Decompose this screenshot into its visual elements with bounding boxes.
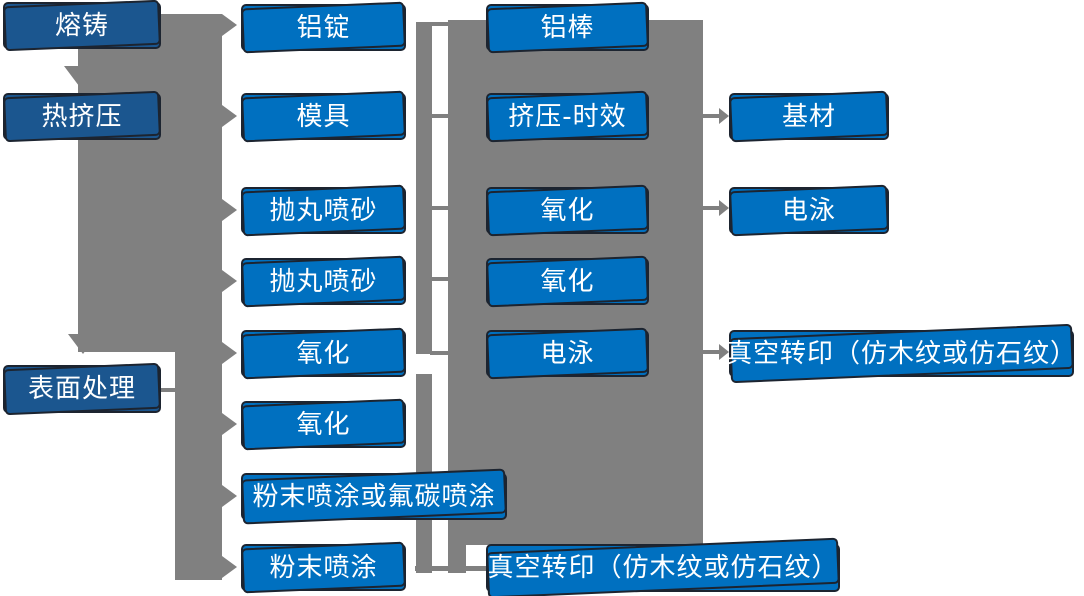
- arrowhead-to-base-material-icon: [719, 108, 729, 124]
- node-oxidation-4: 氧化: [486, 258, 649, 305]
- arrowhead-to-shot-blasting-2-icon: [222, 270, 237, 292]
- arrowhead-to-powder-or-fluorocarbon-icon: [222, 485, 237, 507]
- node-vacuum-transfer-bottom: 真空转印（仿木纹或仿石纹）: [486, 544, 840, 592]
- node-shot-blasting-1: 抛丸喷砂: [241, 187, 406, 234]
- node-oxidation-3: 氧化: [486, 187, 649, 234]
- node-base-material: 基材: [729, 93, 889, 140]
- node-powder-coating: 粉末喷涂: [241, 544, 406, 591]
- connector-surface-treatment-stub: [161, 388, 177, 392]
- arrowhead-to-aluminum-ingot-icon: [222, 14, 237, 36]
- connector-to-base-material: [703, 114, 719, 118]
- node-oxidation-1: 氧化: [241, 330, 406, 377]
- arrowhead-to-oxidation-1-icon: [222, 342, 237, 364]
- node-oxidation-2: 氧化: [241, 401, 406, 448]
- node-electrophoresis-1: 电泳: [486, 330, 649, 377]
- connector-to-vacuum-transfer-right: [703, 350, 719, 354]
- arrowhead-to-electrophoresis-2-icon: [719, 200, 729, 216]
- connector-lower-left-band: [175, 352, 222, 580]
- connector-link-mold-row: [430, 114, 450, 118]
- node-vacuum-transfer-right: 真空转印（仿木纹或仿石纹）: [726, 330, 1076, 377]
- arrowhead-to-mold-icon: [222, 105, 237, 127]
- node-aluminum-ingot: 铝锭: [241, 4, 406, 51]
- node-melting-casting: 熔铸: [3, 2, 161, 49]
- arrowhead-to-shot-blasting-1-icon: [222, 199, 237, 221]
- connector-link-bottom-row: [415, 566, 489, 571]
- connector-middle-spine-upper: [416, 22, 432, 354]
- connector-link-blasting2-row: [430, 277, 450, 281]
- arrowhead-down-to-surface-treatment-icon: [68, 334, 98, 354]
- connector-link-blasting1-row: [430, 206, 450, 210]
- connector-main-left-band: [78, 14, 222, 352]
- connector-link-oxidation-row: [430, 351, 450, 355]
- arrowhead-to-powder-coating-icon: [222, 556, 237, 578]
- node-aluminum-rod: 铝棒: [486, 4, 649, 51]
- node-mold: 模具: [241, 93, 406, 140]
- node-extrusion-aging: 挤压-时效: [486, 93, 649, 140]
- node-electrophoresis-2: 电泳: [729, 187, 889, 234]
- node-hot-extrusion: 热挤压: [3, 93, 161, 140]
- connector-to-electrophoresis-2: [703, 206, 719, 210]
- node-surface-treatment: 表面处理: [3, 365, 161, 413]
- arrowhead-to-vacuum-transfer-right-icon: [719, 344, 729, 360]
- arrowhead-down-to-hot-extrusion-icon: [64, 66, 94, 86]
- arrowhead-to-oxidation-2-icon: [222, 413, 237, 435]
- node-powder-or-fluorocarbon: 粉末喷涂或氟碳喷涂: [241, 473, 507, 520]
- node-shot-blasting-2: 抛丸喷砂: [241, 258, 406, 305]
- connector-link-ingot-rod: [430, 22, 450, 26]
